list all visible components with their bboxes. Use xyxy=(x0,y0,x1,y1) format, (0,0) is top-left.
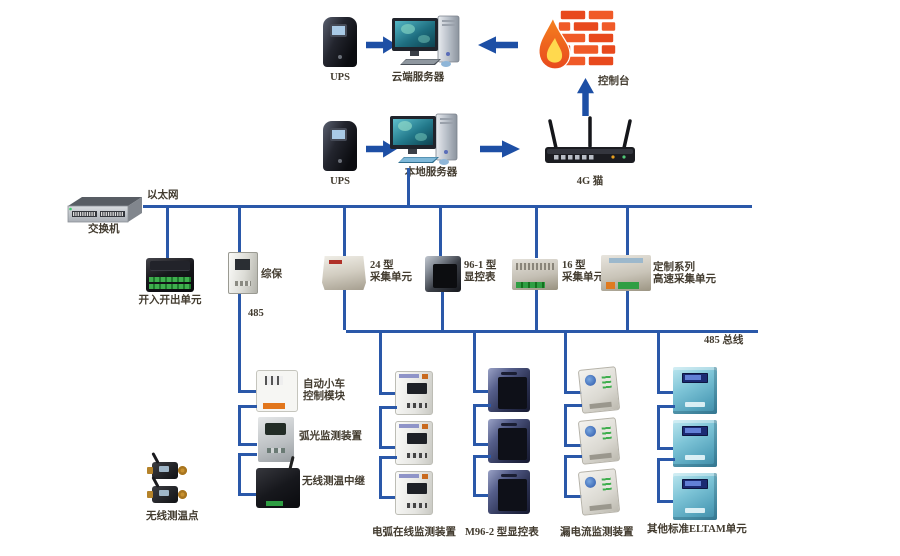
ups-button xyxy=(338,159,342,163)
bracket-connector xyxy=(473,455,491,497)
drop-line-custom xyxy=(626,207,629,256)
drop-line-collector24 xyxy=(343,207,346,256)
ups-mid-label: UPS xyxy=(330,176,350,187)
rs485-bus-line xyxy=(346,330,758,333)
local-server-label: 本地服务器 xyxy=(404,167,458,178)
io-unit-label: 开入开出单元 xyxy=(138,295,202,306)
leakage-monitor-device xyxy=(577,468,621,516)
eltam-unit-device xyxy=(673,473,717,520)
cloud-server-label: 云端服务器 xyxy=(391,72,445,83)
switch-label: 交换机 xyxy=(88,224,120,235)
wireless-temp-relay-device xyxy=(256,455,300,508)
cart-control-device xyxy=(256,370,298,412)
ups-screen xyxy=(330,24,347,37)
elbow-connector xyxy=(379,333,398,395)
arc-light-monitor-device xyxy=(258,417,294,462)
ethernet-label: 以太网 xyxy=(147,190,179,201)
bracket-connector xyxy=(379,456,397,499)
rs485-bus-label: 485 总线 xyxy=(704,335,744,346)
ups-button xyxy=(338,55,342,59)
ethernet-switch-device xyxy=(67,197,142,223)
wireless-temp-points-label: 无线测温点 xyxy=(146,511,199,522)
drop-line-display96 xyxy=(439,207,442,257)
arrow-up-icon xyxy=(577,78,594,116)
wireless-temp-sensor xyxy=(147,475,187,503)
bracket-connector xyxy=(238,453,257,496)
io-unit-device xyxy=(146,258,194,292)
bracket-connector xyxy=(657,405,675,450)
ups-top-label: UPS xyxy=(330,72,350,83)
link-custom-bus xyxy=(626,291,629,330)
eltam-column-label: 其他标准ELTAM单元 xyxy=(647,524,747,535)
local-server-device xyxy=(390,113,458,165)
leakage-monitor-device xyxy=(577,417,621,465)
custom-collector-label: 定制系列高速采集单元 xyxy=(653,262,716,285)
arc-light-monitor-label: 弧光监测装置 xyxy=(299,431,362,442)
arc-monitor-device xyxy=(395,371,433,415)
m96-column-label: M96-2 型显控表 xyxy=(465,527,539,538)
bracket-connector xyxy=(657,458,675,503)
display-96-1-label: 96-1 型显控表 xyxy=(464,260,497,283)
m96-2-meter-device xyxy=(488,368,530,412)
arc-monitor-device xyxy=(395,471,433,515)
leakage-monitor-device xyxy=(577,366,621,414)
ups-screen xyxy=(330,128,347,141)
4g-modem-device xyxy=(545,116,635,163)
eltam-unit-device xyxy=(673,420,717,467)
elbow-connector xyxy=(238,294,257,393)
link-display96-bus xyxy=(441,292,444,330)
display-96-1-device xyxy=(425,256,461,292)
bracket-connector xyxy=(473,404,491,446)
collector-16-device xyxy=(512,259,558,290)
leakage-column-label: 漏电流监测装置 xyxy=(560,527,634,538)
arc-monitor-device xyxy=(395,421,433,465)
drop-line-protection xyxy=(238,207,241,252)
wireless-temp-relay-label: 无线测温中继 xyxy=(302,476,365,487)
collector-24-device xyxy=(322,256,366,290)
bracket-connector xyxy=(564,455,582,498)
drop-line-io-unit xyxy=(166,207,169,258)
link-collector24-bus xyxy=(343,290,346,330)
collector-24-label: 24 型采集单元 xyxy=(370,260,412,283)
firewall-icon xyxy=(538,9,617,70)
wireless-temp-sensor xyxy=(147,451,187,479)
ethernet-line xyxy=(143,205,752,208)
ups-device xyxy=(323,17,357,67)
protection-relay-device xyxy=(228,252,258,294)
bracket-connector xyxy=(564,404,582,447)
rs485-branch-label: 485 xyxy=(248,308,264,319)
collector-16-label: 16 型采集单元 xyxy=(562,260,604,283)
modem-label: 4G 猫 xyxy=(576,176,604,187)
protection-label: 综保 xyxy=(261,269,282,280)
elbow-connector xyxy=(657,333,675,394)
custom-collector-device xyxy=(601,255,651,291)
bracket-connector xyxy=(238,405,257,446)
link-collector16-bus xyxy=(535,290,538,330)
arrow-left-icon xyxy=(478,36,518,54)
local-server-drop-line xyxy=(407,168,410,206)
drop-line-collector16 xyxy=(535,207,538,258)
elbow-connector xyxy=(473,333,491,393)
console-label: 控制台 xyxy=(598,76,630,87)
ups-device xyxy=(323,121,357,171)
arc-column-label: 电弧在线监测装置 xyxy=(372,527,456,538)
eltam-unit-device xyxy=(673,367,717,414)
arrow-right-icon xyxy=(480,140,520,158)
cloud-server-device xyxy=(392,15,460,67)
cart-control-label: 自动小车控制模块 xyxy=(303,379,345,402)
m96-2-meter-device xyxy=(488,419,530,463)
m96-2-meter-device xyxy=(488,470,530,514)
elbow-connector xyxy=(564,333,582,394)
bracket-connector xyxy=(379,406,397,449)
